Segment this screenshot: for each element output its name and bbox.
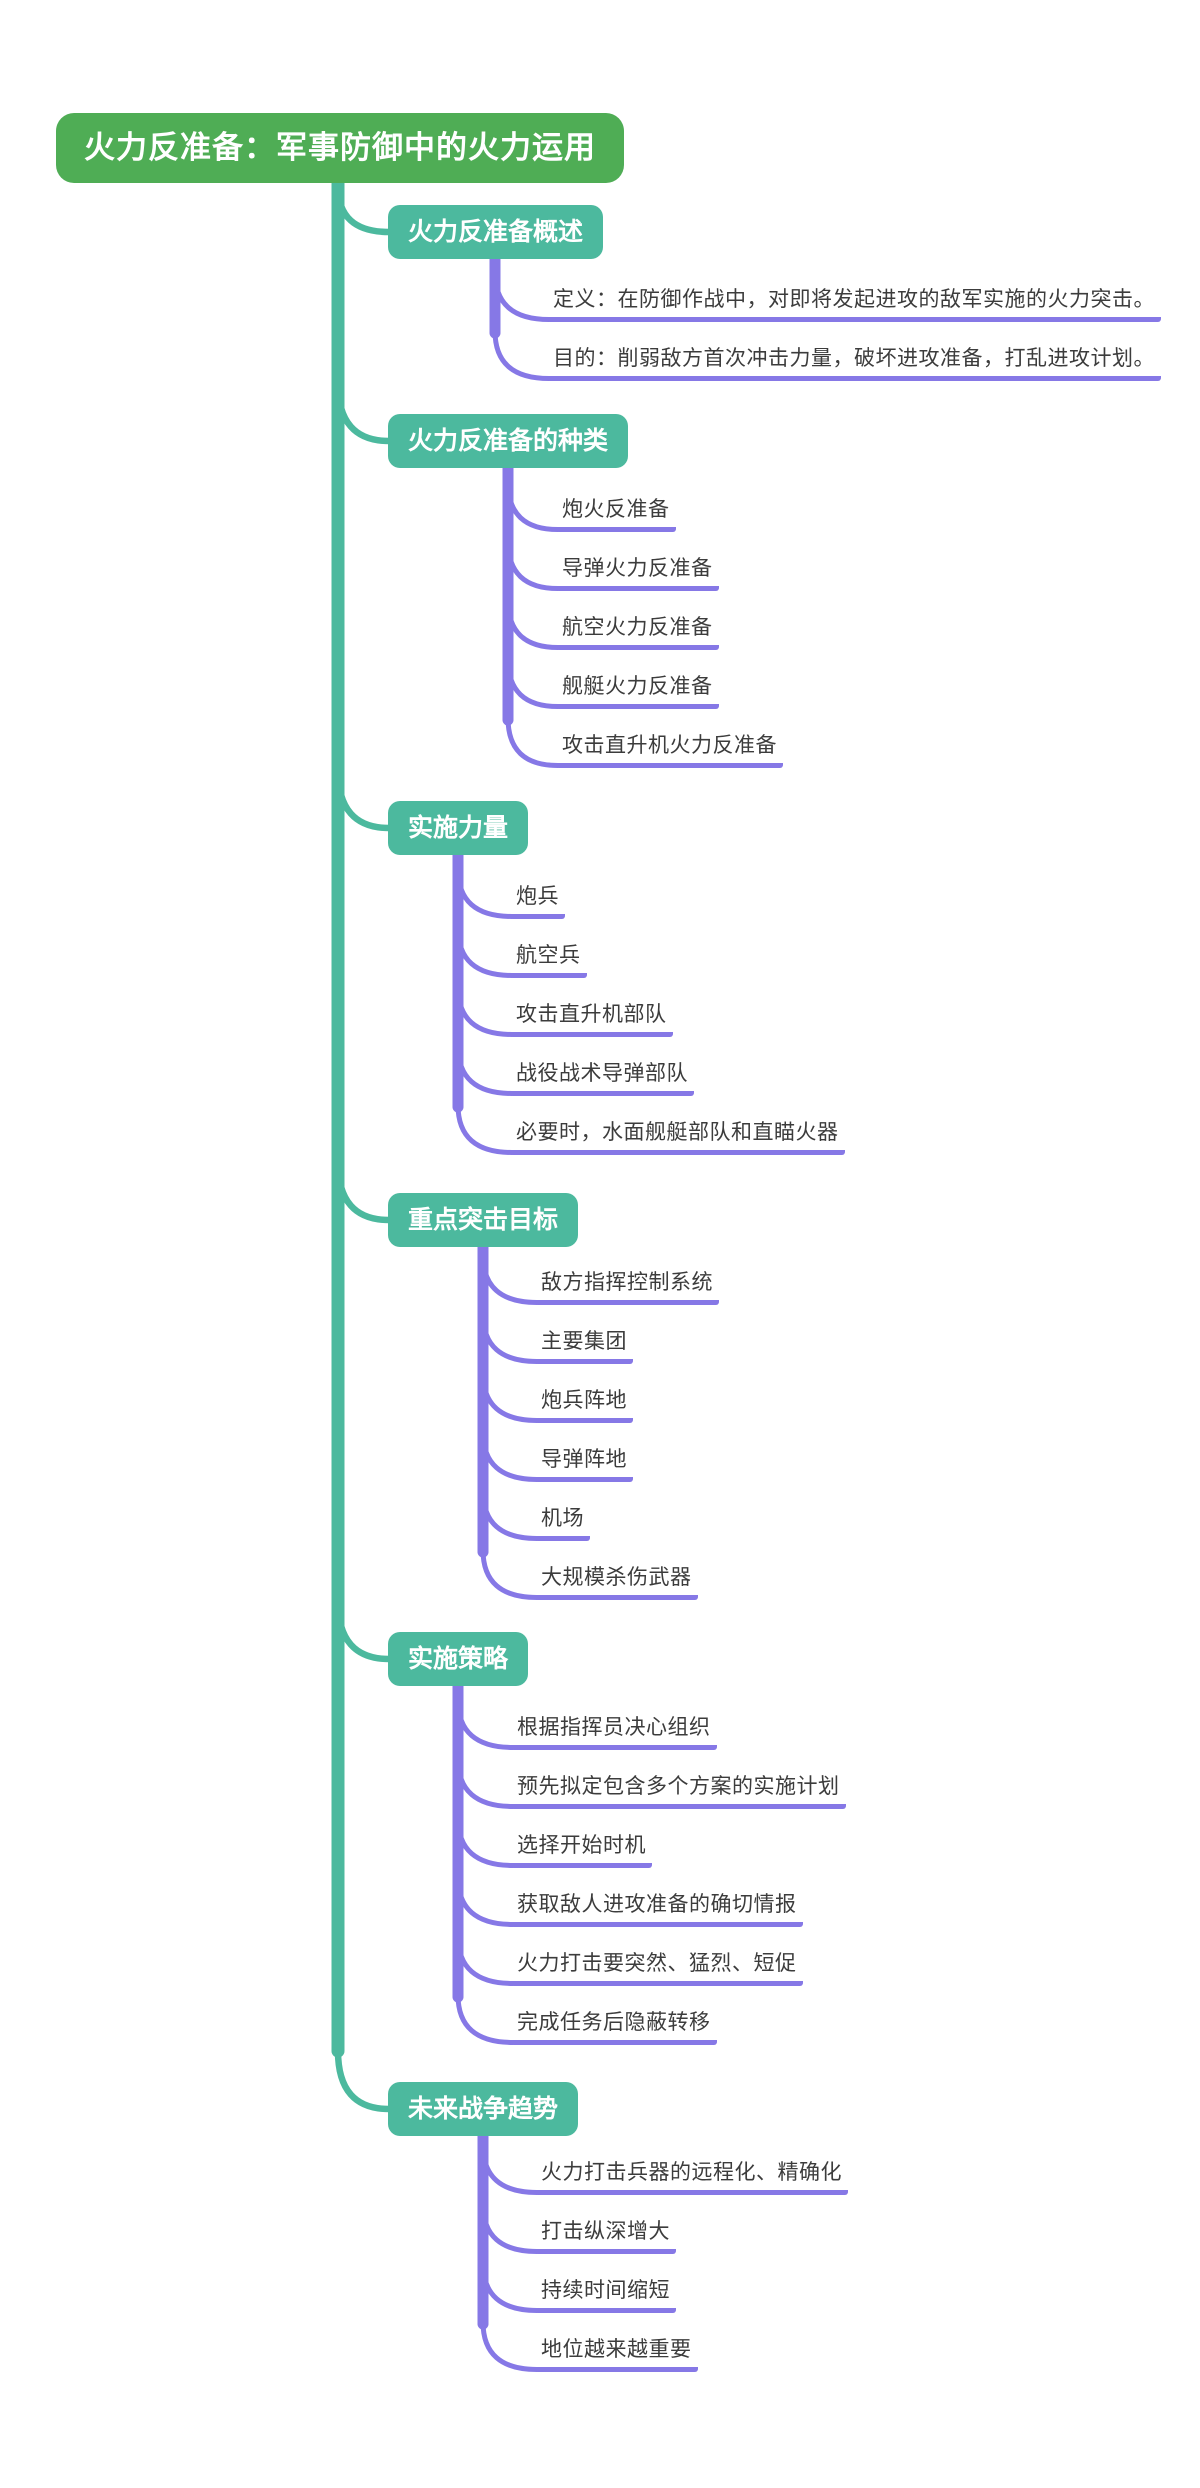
leaf-topic[interactable]: 大规模杀伤武器 — [535, 1563, 698, 1600]
leaf-topic[interactable]: 火力打击要突然、猛烈、短促 — [511, 1949, 803, 1986]
connector-line — [505, 656, 561, 709]
leaf-topic[interactable]: 持续时间缩短 — [535, 2276, 676, 2313]
leaf-topic[interactable]: 预先拟定包含多个方案的实施计划 — [511, 1772, 846, 1809]
leaf-topic[interactable]: 舰艇火力反准备 — [556, 672, 719, 709]
connector-line — [480, 2319, 540, 2372]
leaf-topic[interactable]: 定义：在防御作战中，对即将发起进攻的敌军实施的火力突击。 — [547, 285, 1161, 322]
leaf-topic[interactable]: 机场 — [535, 1504, 590, 1541]
branch-node-overview[interactable]: 火力反准备概述 — [388, 205, 603, 259]
leaf-topic[interactable]: 敌方指挥控制系统 — [535, 1268, 719, 1305]
connector-line — [455, 1756, 516, 1809]
connector-line — [492, 269, 552, 322]
leaf-topic[interactable]: 主要集团 — [535, 1327, 633, 1364]
connector-line — [480, 2142, 540, 2195]
connector-line — [455, 866, 515, 919]
connector-line — [480, 1370, 540, 1423]
leaf-topic[interactable]: 炮兵 — [510, 882, 565, 919]
connector-line — [480, 1311, 540, 1364]
leaf-topic[interactable]: 根据指挥员决心组织 — [511, 1713, 717, 1750]
connector-line — [505, 715, 561, 768]
connector-line — [455, 1874, 516, 1927]
connector-line — [455, 1815, 516, 1868]
branch-node-trends[interactable]: 未来战争趋势 — [388, 2082, 578, 2136]
connector-line — [480, 1252, 540, 1305]
leaf-topic[interactable]: 战役战术导弹部队 — [510, 1059, 694, 1096]
connector-line — [455, 1697, 516, 1750]
leaf-topic[interactable]: 火力打击兵器的远程化、精确化 — [535, 2158, 848, 2195]
connector-line — [455, 984, 515, 1037]
branch-node-strategy[interactable]: 实施策略 — [388, 1632, 528, 1686]
leaf-topic[interactable]: 炮火反准备 — [556, 495, 676, 532]
connector-line — [480, 1547, 540, 1600]
connector-line — [455, 1992, 516, 2045]
leaf-topic[interactable]: 攻击直升机部队 — [510, 1000, 673, 1037]
leaf-topic[interactable]: 获取敌人进攻准备的确切情报 — [511, 1890, 803, 1927]
leaf-topic[interactable]: 航空火力反准备 — [556, 613, 719, 650]
leaf-topic[interactable]: 完成任务后隐蔽转移 — [511, 2008, 717, 2045]
connector-line — [334, 182, 393, 236]
leaf-topic[interactable]: 导弹火力反准备 — [556, 554, 719, 591]
connector-line — [455, 1933, 516, 1986]
leaf-topic[interactable]: 地位越来越重要 — [535, 2335, 698, 2372]
connector-line — [334, 2047, 393, 2113]
connector-line — [505, 479, 561, 532]
leaf-topic[interactable]: 炮兵阵地 — [535, 1386, 633, 1423]
branch-node-forces[interactable]: 实施力量 — [388, 801, 528, 855]
branch-node-targets[interactable]: 重点突击目标 — [388, 1193, 578, 1247]
leaf-topic[interactable]: 航空兵 — [510, 941, 587, 978]
root-node[interactable]: 火力反准备：军事防御中的火力运用 — [56, 113, 624, 183]
connector-line — [492, 328, 552, 381]
connector-line — [480, 2201, 540, 2254]
leaf-topic[interactable]: 攻击直升机火力反准备 — [556, 731, 783, 768]
connector-line — [455, 925, 515, 978]
connector-line — [455, 1102, 515, 1155]
connector-line — [334, 766, 393, 832]
leaf-topic[interactable]: 必要时，水面舰艇部队和直瞄火器 — [510, 1118, 845, 1155]
leaf-topic[interactable]: 导弹阵地 — [535, 1445, 633, 1482]
connector-line — [505, 538, 561, 591]
connector-line — [334, 379, 393, 445]
leaf-topic[interactable]: 打击纵深增大 — [535, 2217, 676, 2254]
connector-line — [455, 1043, 515, 1096]
leaf-topic[interactable]: 目的：削弱敌方首次冲击力量，破坏进攻准备，打乱进攻计划。 — [547, 344, 1161, 381]
leaf-topic[interactable]: 选择开始时机 — [511, 1831, 652, 1868]
connector-line — [480, 1488, 540, 1541]
connector-line — [480, 1429, 540, 1482]
connector-line — [334, 1158, 393, 1224]
connector-line — [505, 597, 561, 650]
branch-node-types[interactable]: 火力反准备的种类 — [388, 414, 628, 468]
connector-line — [480, 2260, 540, 2313]
connector-line — [334, 1597, 393, 1663]
